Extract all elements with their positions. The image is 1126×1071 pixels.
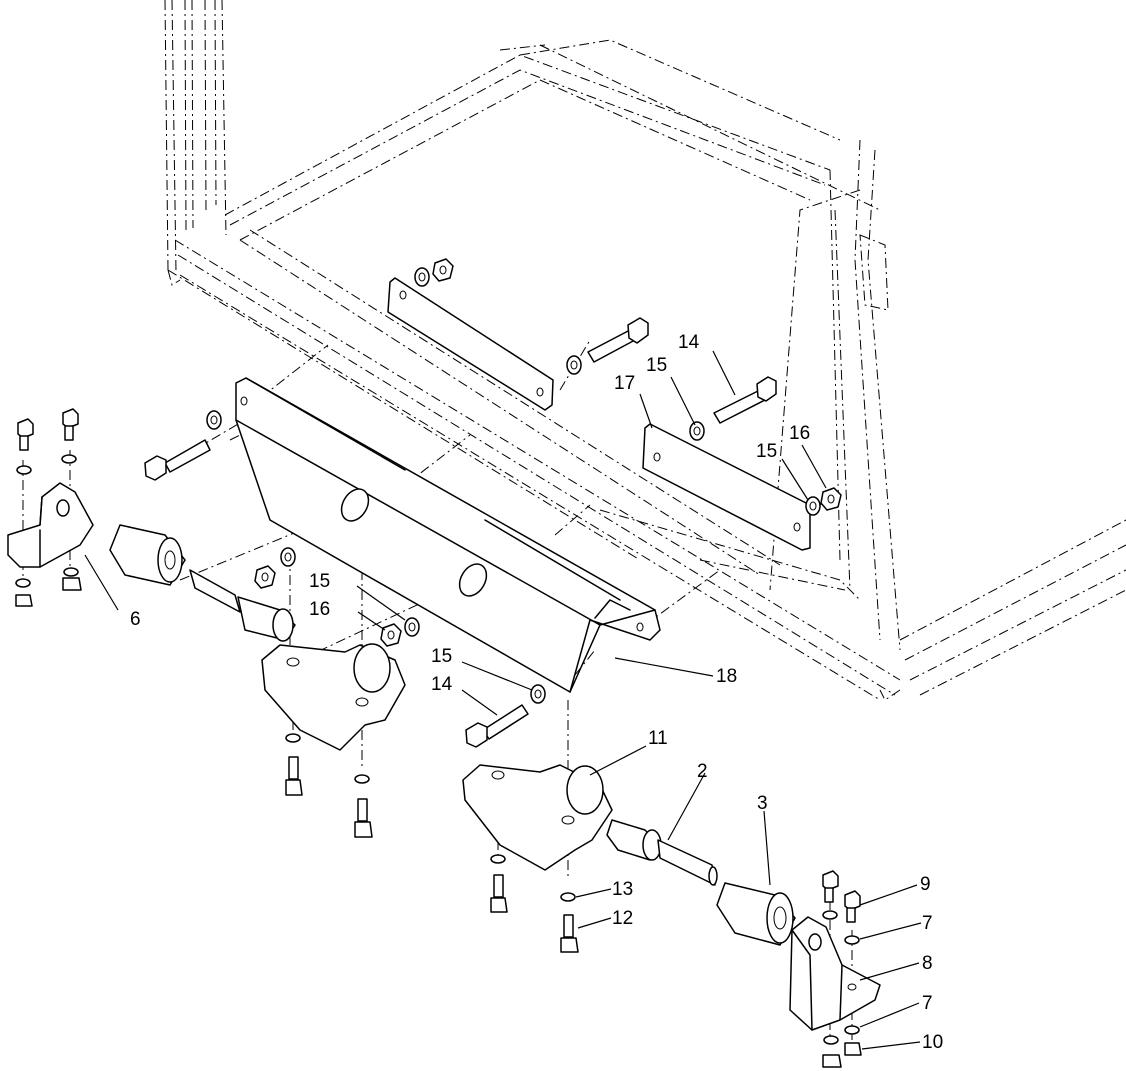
callout-14-lower: 14 bbox=[431, 674, 453, 695]
callout-3: 3 bbox=[757, 793, 768, 814]
callout-15-right: 15 bbox=[756, 441, 777, 462]
callout-6: 6 bbox=[130, 609, 141, 630]
part-2-pin bbox=[606, 819, 718, 886]
part-8-right-bracket bbox=[789, 870, 881, 1068]
callout-11: 11 bbox=[648, 728, 668, 749]
callout-16-middle: 16 bbox=[309, 599, 330, 620]
callout-15-upper: 15 bbox=[646, 355, 667, 376]
part-18-main-plate bbox=[235, 377, 661, 693]
hardware-upper bbox=[144, 258, 842, 748]
callout-2: 2 bbox=[697, 761, 708, 782]
phantom-frame bbox=[164, 0, 1126, 701]
callout-15-lower: 15 bbox=[431, 646, 452, 667]
callout-7-upper: 7 bbox=[922, 913, 933, 934]
callout-9: 9 bbox=[920, 874, 931, 895]
part-6-left-bracket bbox=[7, 408, 296, 642]
callout-10: 10 bbox=[922, 1032, 943, 1053]
callout-15-middle: 15 bbox=[309, 571, 330, 592]
callout-18: 18 bbox=[716, 666, 737, 687]
leader-lines bbox=[84, 350, 922, 1050]
callout-13: 13 bbox=[612, 879, 633, 900]
left-pivot-bracket bbox=[261, 643, 406, 838]
callout-12: 12 bbox=[612, 908, 633, 929]
callout-17: 17 bbox=[614, 373, 635, 394]
callouts: 6 17 15 14 15 16 15 16 15 14 18 11 2 3 1… bbox=[130, 332, 943, 1053]
part-3-bushing bbox=[716, 882, 796, 946]
callout-16-right: 16 bbox=[789, 423, 810, 444]
part-11-pivot-bracket bbox=[462, 764, 613, 953]
part-17-upper-strap bbox=[387, 277, 554, 411]
callout-7-lower: 7 bbox=[922, 993, 933, 1014]
callout-14-upper: 14 bbox=[678, 332, 700, 353]
callout-8: 8 bbox=[922, 953, 933, 974]
